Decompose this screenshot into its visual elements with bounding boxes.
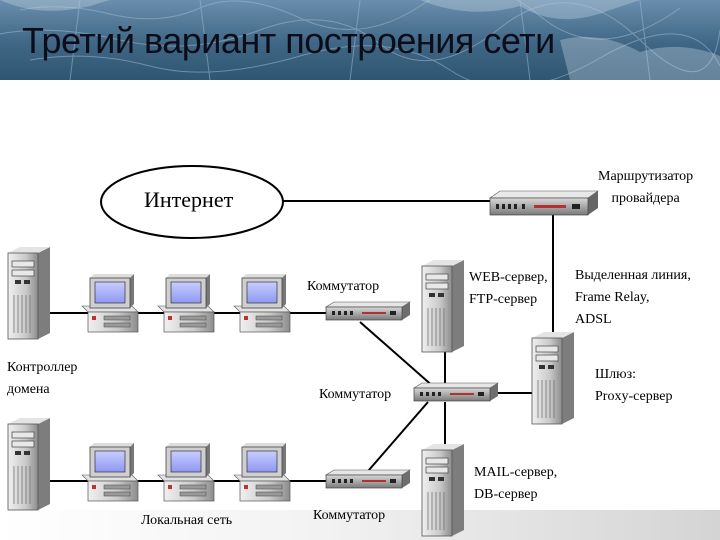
link-switch-top-center [359, 321, 436, 389]
workstation-icon [233, 442, 291, 502]
router-label-line: провайдера [611, 191, 680, 206]
domain-controller-server-icon [7, 417, 51, 511]
dedicated-line-label-line: ADSL [575, 312, 612, 327]
lan-label: Локальная сеть [141, 513, 233, 528]
domain-controller-label-line: Контроллер [7, 360, 78, 375]
gateway-label-line: Шлюз: [595, 367, 636, 382]
web-server-label: WEB-сервер, FTP-сервер [469, 267, 548, 311]
footer-bar [0, 510, 720, 540]
switch-center-label: Коммутатор [319, 387, 392, 402]
web-server-label-line: WEB-сервер, [469, 270, 548, 285]
dedicated-line-label-line: Frame Relay, [575, 290, 650, 305]
web-ftp-server-icon [421, 259, 465, 353]
mail-server-label-line: MAIL-сервер, [474, 465, 558, 480]
workstation-icon [81, 442, 139, 502]
workstation-icon [233, 273, 291, 333]
switch-top-icon [325, 301, 411, 321]
mail-server-label: MAIL-сервер, DB-сервер [474, 462, 557, 506]
link-switch-bottom-center [361, 401, 429, 479]
internet-cloud [100, 165, 284, 239]
internet-label: Интернет [144, 187, 234, 212]
router-label-line: Маршрутизатор [598, 169, 694, 184]
workstation-icon [81, 273, 139, 333]
switch-bottom-label: Коммутатор [313, 508, 386, 523]
domain-controller-label: Контроллер домена [7, 357, 77, 401]
router-icon [489, 190, 599, 216]
switch-center-icon [413, 382, 499, 402]
dedicated-line-label-line: Выделенная линия, [575, 268, 691, 283]
page-title: Третий вариант построения сети [22, 20, 555, 61]
workstation-icon [157, 273, 215, 333]
dedicated-line-label: Выделенная линия, Frame Relay, ADSL [575, 265, 691, 331]
title-banner: Третий вариант построения сети [0, 0, 720, 80]
proxy-gateway-server-icon [531, 331, 575, 425]
domain-controller-label-line: домена [7, 382, 50, 397]
map-texture [0, 0, 720, 80]
workstation-icon [157, 442, 215, 502]
router-label: Маршрутизатор провайдера [598, 166, 693, 210]
gateway-label: Шлюз: Proxy-сервер [595, 364, 672, 408]
mail-db-server-icon [421, 443, 465, 537]
web-server-label-line: FTP-сервер [469, 292, 538, 307]
switch-bottom-icon [325, 469, 411, 489]
switch-top-label: Коммутатор [307, 279, 380, 294]
links [50, 200, 554, 482]
mail-server-label-line: DB-сервер [474, 487, 538, 502]
gateway-label-line: Proxy-сервер [595, 389, 673, 404]
domain-controller-server-icon [7, 246, 51, 340]
